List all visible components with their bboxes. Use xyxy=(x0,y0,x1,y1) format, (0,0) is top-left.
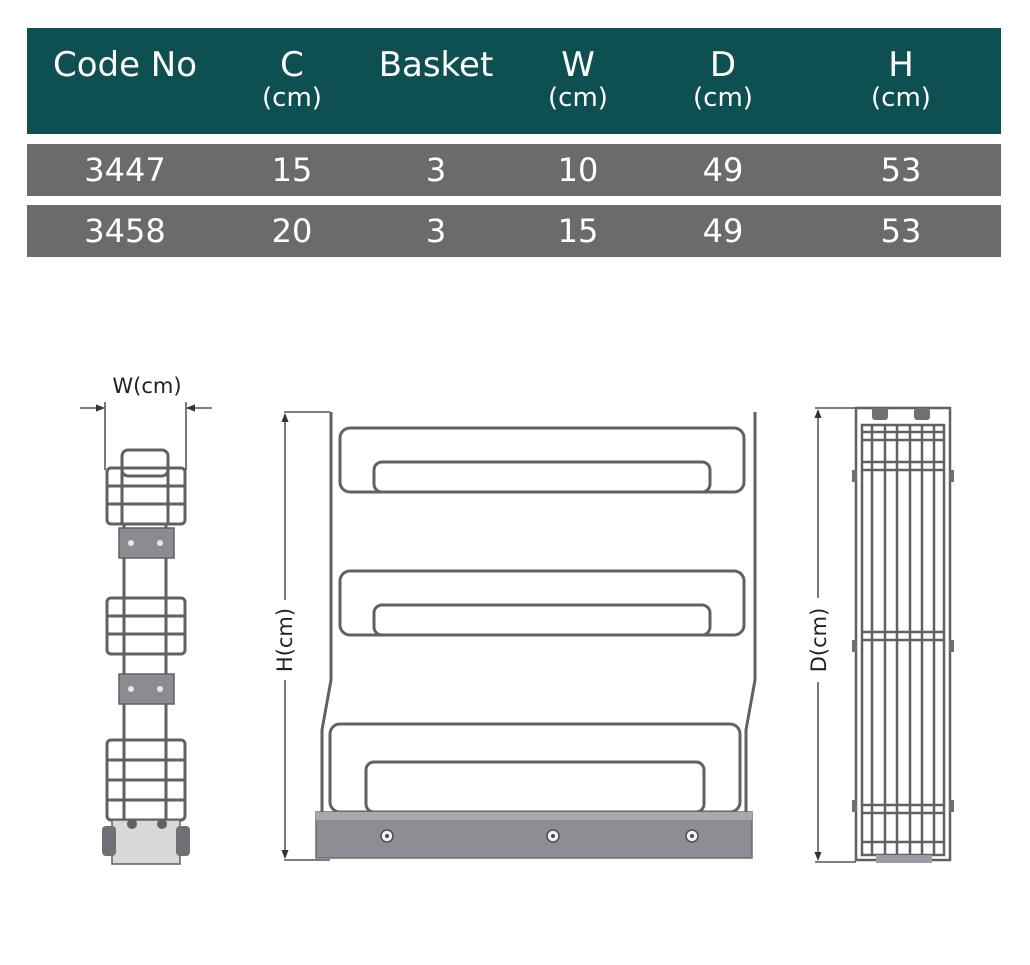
depth-label: D(cm) xyxy=(807,608,831,673)
cell-code: 3458 xyxy=(84,212,166,250)
top-mount-clips xyxy=(852,408,954,863)
header-label: D xyxy=(709,45,737,85)
header-basket: Basket xyxy=(361,28,511,134)
header-label: W xyxy=(561,45,595,85)
cell-d: 49 xyxy=(702,212,744,250)
cell-basket: 3 xyxy=(425,212,447,250)
cell-h: 53 xyxy=(880,212,922,250)
width-dimension xyxy=(80,402,212,470)
cell-w: 15 xyxy=(557,212,599,250)
header-code-no: Code No xyxy=(27,28,223,134)
side-frame xyxy=(105,448,187,860)
height-dimension xyxy=(281,411,330,861)
header-c: C (cm) xyxy=(223,28,361,134)
header-unit: (cm) xyxy=(262,83,322,113)
header-label: C xyxy=(280,45,304,85)
top-frame xyxy=(854,406,952,862)
width-label: W(cm) xyxy=(112,374,181,398)
header-unit: (cm) xyxy=(693,83,753,113)
cell-basket: 3 xyxy=(425,151,447,189)
front-base xyxy=(315,811,753,859)
cell-c: 20 xyxy=(271,212,313,250)
table-row: 3447 15 3 10 49 53 xyxy=(27,144,1001,196)
header-label: Basket xyxy=(378,45,494,85)
header-label: H xyxy=(888,45,914,85)
table-header: Code No C (cm) Basket W (cm) D (cm) H (c… xyxy=(27,28,1001,134)
side-view: W(cm) xyxy=(80,374,212,865)
cell-w: 10 xyxy=(557,151,599,189)
top-view: D(cm) xyxy=(807,406,954,863)
table-row: 3458 20 3 15 49 53 xyxy=(27,205,1001,257)
depth-dimension xyxy=(814,407,856,863)
header-d: D (cm) xyxy=(645,28,801,134)
cell-d: 49 xyxy=(702,151,744,189)
cell-h: 53 xyxy=(880,151,922,189)
cell-c: 15 xyxy=(271,151,313,189)
header-unit: (cm) xyxy=(548,83,608,113)
header-label: Code No xyxy=(52,45,198,85)
height-label: H(cm) xyxy=(273,608,297,672)
front-frame xyxy=(320,412,757,814)
side-mount-plates xyxy=(102,527,190,865)
front-view: H(cm) xyxy=(273,411,757,861)
cell-code: 3447 xyxy=(84,151,166,189)
header-unit: (cm) xyxy=(871,83,931,113)
header-w: W (cm) xyxy=(511,28,645,134)
header-h: H (cm) xyxy=(801,28,1001,134)
spec-table: Code No C (cm) Basket W (cm) D (cm) H (c… xyxy=(27,28,1001,257)
